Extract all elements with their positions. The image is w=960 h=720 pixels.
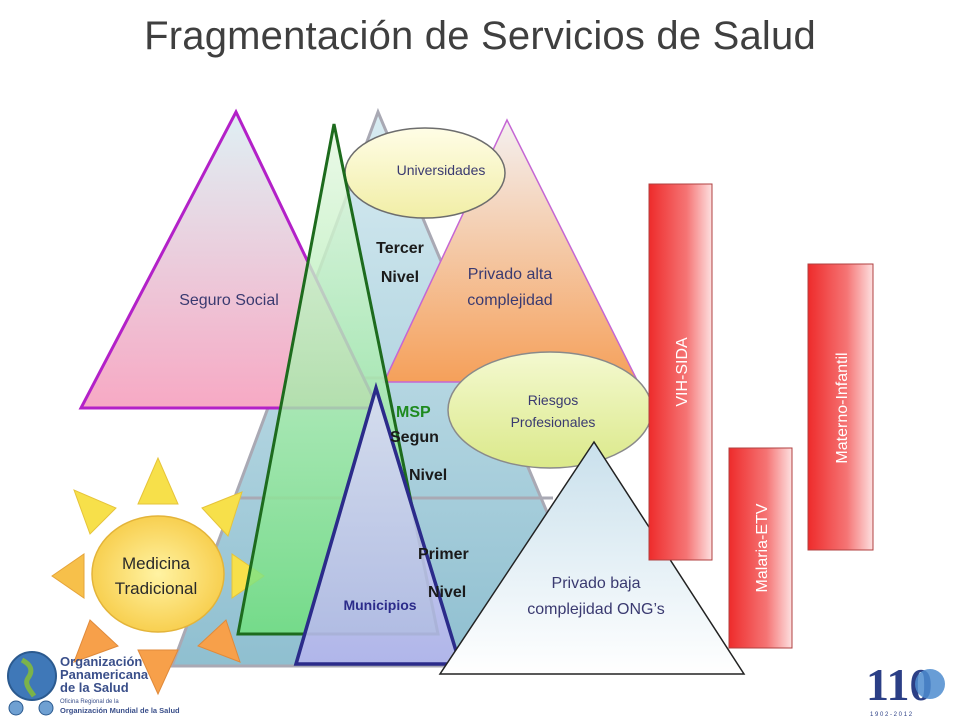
sun-ray	[137, 649, 179, 696]
medicina-tradicional-sun	[51, 456, 265, 696]
who-emblem-icon	[38, 700, 54, 716]
sun-ray	[197, 619, 241, 663]
riesgos-profesionales-ellipse	[447, 351, 653, 469]
anniversary-years: 1 9 0 2 - 2 0 1 2	[870, 712, 913, 718]
privado-alta-label: Privado alta	[468, 266, 553, 283]
primer-nivel-label: Primer	[418, 546, 469, 563]
medicina-tradicional-label-2: Tradicional	[115, 579, 198, 598]
sun-ray	[51, 553, 85, 599]
ops-name-line-5: Organización Mundial de la Salud	[60, 706, 180, 715]
privado-alta-label-2: complejidad	[467, 292, 552, 309]
segundo-nivel-label-2: Nivel	[409, 467, 447, 484]
vih-sida-bar	[648, 183, 713, 561]
ops-globe-ring	[7, 651, 57, 701]
riesgos-label-2: Profesionales	[511, 414, 596, 430]
privado-baja-label: Privado baja	[552, 575, 641, 592]
malaria-etv-bar	[728, 447, 793, 649]
sun-center	[91, 515, 225, 633]
materno-infantil-label: Materno-Infantil	[834, 352, 851, 463]
anniversary-110-logo: 110 1 9 0 2 - 2 0 1 2	[866, 659, 945, 718]
municipios-triangle	[293, 381, 463, 666]
vih-sida-label: VIH-SIDA	[674, 337, 691, 407]
tercer-nivel-label: Tercer	[376, 240, 424, 257]
primer-nivel-label-2: Nivel	[428, 584, 466, 601]
universidades-label: Universidades	[397, 162, 486, 178]
privado-baja-label-2: complejidad ONG’s	[527, 601, 665, 618]
seguro-social-label: Seguro Social	[179, 292, 279, 309]
sun-ray	[73, 489, 117, 535]
ops-name-line-2: Panamericana	[60, 667, 149, 682]
sun-ray	[73, 619, 119, 663]
ops-logo: Organización Panamericana de la Salud Of…	[7, 651, 180, 716]
ops-small-globe-icon	[8, 700, 24, 716]
materno-infantil-bar	[807, 263, 874, 551]
segundo-nivel-label: Segun	[390, 429, 439, 446]
malaria-etv-label: Malaria-ETV	[754, 503, 771, 592]
ops-name-line-4: Oficina Regional de la	[60, 699, 119, 705]
msp-label: MSP	[396, 404, 431, 421]
municipios-label: Municipios	[343, 597, 416, 613]
sun-ray	[137, 456, 179, 505]
anniversary-globe-icon	[915, 669, 945, 699]
medicina-tradicional-label: Medicina	[122, 554, 191, 573]
page-title: Fragmentación de Servicios de Salud	[144, 14, 816, 58]
tercer-nivel-label-2: Nivel	[381, 269, 419, 286]
ops-globe-landmass	[20, 657, 37, 698]
sun-ray	[201, 491, 243, 537]
ops-name-line-3: de la Salud	[60, 680, 129, 695]
riesgos-label: Riesgos	[528, 392, 579, 408]
ops-name-line-1: Organización	[60, 654, 142, 669]
